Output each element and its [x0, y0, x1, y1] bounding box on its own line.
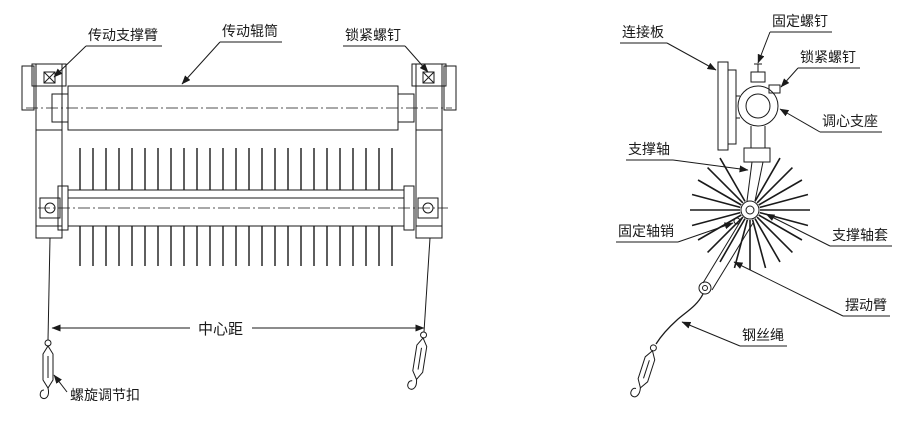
- callout-connection-plate: 连接板: [620, 24, 717, 71]
- aligning-bearing-label: 调心支座: [822, 113, 878, 129]
- right-turnbuckle: [407, 331, 428, 390]
- brush-bristles-bottom: [79, 226, 393, 266]
- fixing-screw-label: 固定螺钉: [772, 13, 828, 29]
- aligning-bearing: [737, 63, 781, 127]
- swing-arm: [698, 216, 754, 295]
- screw-adjuster-label: 螺旋调节扣: [70, 387, 140, 403]
- right-cable: [423, 237, 431, 333]
- swing-arm-label: 摆动臂: [845, 297, 887, 313]
- callout-support-shaft: 支撑轴: [626, 141, 749, 173]
- center-distance-label: 中心距: [198, 321, 243, 338]
- fixing-axle-pin-label: 固定轴销: [618, 223, 674, 239]
- left-lock-bolt: [43, 71, 56, 84]
- left-support-arm: [21, 63, 67, 239]
- locking-screw-shape: [768, 84, 781, 94]
- left-cable: [47, 237, 51, 341]
- brush-bristles-top: [79, 148, 393, 190]
- left-bearing-boss: [39, 197, 61, 219]
- callout-locking-screw-front: 锁紧螺钉: [343, 27, 429, 73]
- callout-aligning-bearing: 调心支座: [779, 108, 882, 133]
- rope-turnbuckle: [630, 344, 657, 398]
- connection-plate: [717, 61, 740, 151]
- connection-plate-label: 连接板: [622, 24, 664, 40]
- support-shaft-sleeve-label: 支撑轴套: [832, 227, 888, 243]
- right-bearing-boss: [417, 197, 439, 219]
- right-pivot: [422, 202, 434, 214]
- callout-locking-screw-side: 锁紧螺钉: [780, 49, 860, 88]
- callout-wire-rope: 钢丝绳: [681, 321, 787, 347]
- support-shaft-label: 支撑轴: [628, 141, 670, 157]
- wire-rope-shape: [655, 293, 704, 345]
- drive-roller: [51, 85, 415, 131]
- drive-support-arm-label: 传动支撑臂: [88, 27, 158, 43]
- right-lock-bolt: [422, 71, 435, 84]
- radial-brush-bristles: [690, 157, 810, 270]
- locking-screw-front-label: 锁紧螺钉: [345, 27, 401, 43]
- center-distance-dimension: 中心距: [51, 321, 425, 338]
- locking-screw-side-label: 锁紧螺钉: [800, 49, 856, 65]
- callout-support-shaft-sleeve: 支撑轴套: [765, 213, 892, 247]
- support-shaft: [743, 126, 771, 202]
- side-view: 连接板 固定螺钉 锁紧螺钉 调心支座 支撑轴 固定轴销: [616, 13, 892, 398]
- right-support-arm: [411, 63, 457, 239]
- callout-drive-support-arm: 传动支撑臂: [53, 27, 162, 78]
- front-view: 中心距 传动支撑臂 传动辊筒 锁紧螺钉 螺旋调节扣: [21, 23, 457, 403]
- left-turnbuckle: [39, 339, 54, 399]
- callout-drive-roller: 传动辊筒: [181, 23, 282, 85]
- drive-roller-label: 传动辊筒: [222, 23, 278, 39]
- callout-screw-adjuster: 螺旋调节扣: [53, 374, 140, 403]
- wire-rope-label: 钢丝绳: [742, 327, 784, 343]
- callout-swing-arm: 摆动臂: [733, 261, 890, 317]
- left-pivot: [44, 202, 56, 214]
- fixing-screw-shape: [750, 63, 766, 83]
- callout-fixing-axle-pin: 固定轴销: [616, 222, 734, 243]
- callout-fixing-screw: 固定螺钉: [757, 13, 832, 64]
